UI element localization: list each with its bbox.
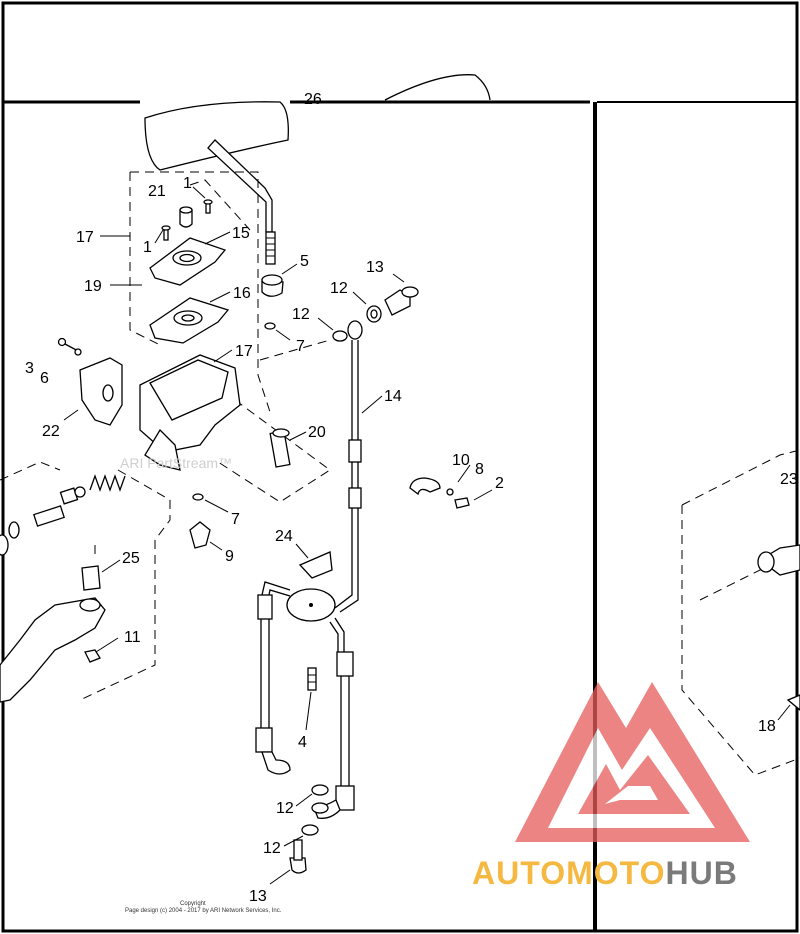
callout-19: 19 — [84, 278, 102, 295]
callout-1: 1 — [183, 175, 192, 192]
assembly-outlines — [0, 171, 800, 776]
callout-12-second: 12 — [292, 306, 310, 323]
callout-18: 18 — [758, 718, 776, 735]
copyright-notice: Page design (c) 2004 - 2017 by ARI Netwo… — [125, 908, 282, 914]
callout-12-bottom: 12 — [276, 800, 294, 817]
callout-17: 17 — [76, 229, 94, 246]
callout-16: 16 — [233, 285, 251, 302]
callout-10: 10 — [452, 452, 470, 469]
brand-hub: HUB — [665, 855, 737, 891]
callout-6: 6 — [40, 370, 49, 387]
callout-14: 14 — [384, 388, 402, 405]
callout-3: 3 — [25, 360, 34, 377]
automotohub-logo — [515, 682, 750, 842]
callout-12: 12 — [330, 280, 348, 297]
callout-15: 15 — [232, 225, 250, 242]
callout-13: 13 — [366, 259, 384, 276]
mirror-assembly — [140, 74, 491, 265]
callout-17-body: 17 — [235, 343, 253, 360]
callout-12-bottom-second: 12 — [263, 840, 281, 857]
reservoir-parts — [0, 199, 291, 703]
callout-22: 22 — [42, 423, 60, 440]
callout-7-lower: 7 — [231, 511, 240, 528]
callout-23: 23 — [780, 471, 798, 488]
callout-13-bottom: 13 — [249, 888, 267, 905]
callout-20: 20 — [308, 424, 326, 441]
callout-26: 26 — [304, 91, 322, 108]
callout-4: 4 — [298, 734, 307, 751]
callout-7: 7 — [296, 338, 305, 355]
callout-24: 24 — [275, 528, 293, 545]
callout-labels: 26 21 1 17 1 15 5 13 19 16 12 12 7 3 6 1… — [25, 91, 798, 905]
callout-5: 5 — [300, 253, 309, 270]
callout-25: 25 — [122, 550, 140, 567]
callout-1-lower: 1 — [143, 239, 152, 256]
callout-2: 2 — [495, 475, 504, 492]
callout-11: 11 — [124, 629, 141, 646]
callout-9: 9 — [225, 548, 234, 565]
copyright-title: Copyright — [180, 901, 206, 907]
ari-watermark: ARI PartStream™ — [120, 455, 232, 471]
brake-line-parts — [255, 274, 800, 874]
brand-automoto: AUTOMOTO — [472, 855, 665, 891]
callout-8: 8 — [475, 461, 484, 478]
brand-wordmark: AUTOMOTOHUB — [472, 855, 738, 891]
callout-21: 21 — [148, 183, 166, 200]
leader-lines — [63, 186, 791, 885]
